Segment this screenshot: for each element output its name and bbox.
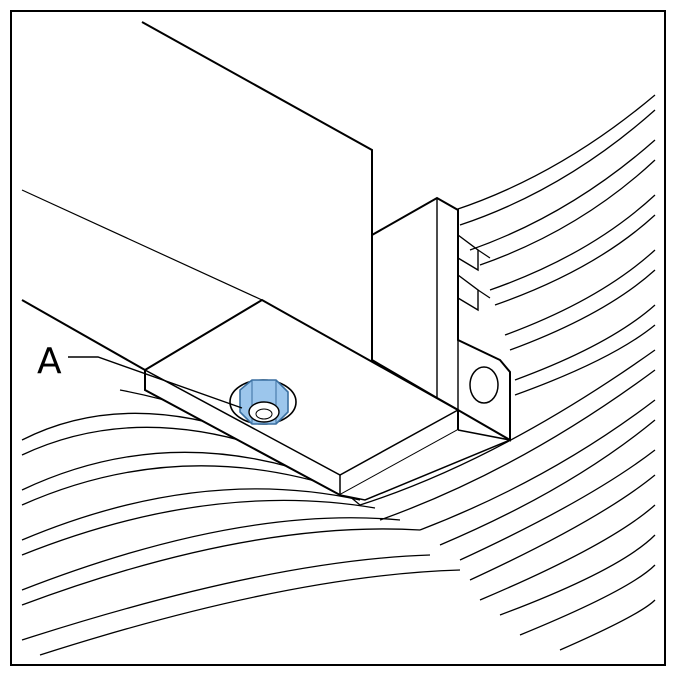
callout-label-a: A (37, 341, 62, 382)
upper-beam (21, 21, 373, 371)
ribbed-base (21, 94, 656, 656)
figure-border (10, 10, 666, 666)
hex-nut-with-washer-icon (229, 379, 297, 425)
callout-leader-a (68, 356, 243, 409)
bracket-plate (144, 298, 513, 501)
vertical-post (371, 196, 511, 442)
